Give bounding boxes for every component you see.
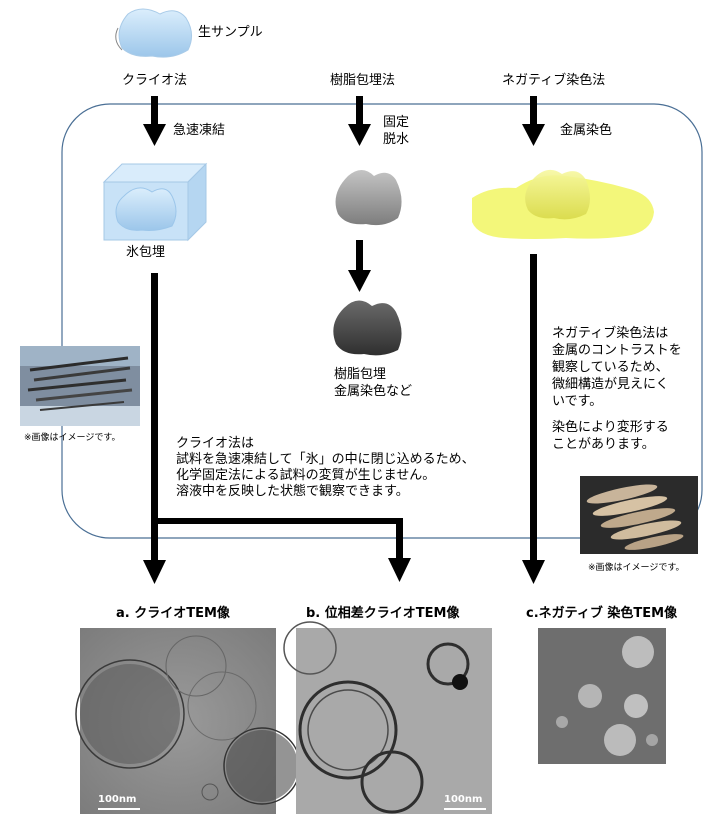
- tem-image-c: [538, 628, 666, 764]
- raw-sample-label: 生サンプル: [198, 25, 263, 40]
- step-dehydrate: 脱水: [383, 132, 410, 147]
- fixed-sample-icon: [335, 170, 402, 226]
- negative-note-line: 金属のコントラストを: [552, 343, 682, 358]
- method-cryo-label: クライオ法: [122, 73, 188, 88]
- negative-note-line: いです。: [552, 394, 603, 409]
- cryo-note-line: 溶液中を反映した状態で観察できます。: [176, 484, 409, 499]
- image-disclaimer-right: ※画像はイメージです。: [588, 563, 685, 573]
- arrow-cryo-branch: [151, 518, 411, 582]
- image-disclaimer-left: ※画像はイメージです。: [24, 433, 121, 443]
- step-resin-stain: 金属染色など: [334, 384, 413, 399]
- negative-note-line: ことがあります。: [552, 437, 655, 452]
- tem-image-a: [75, 628, 301, 814]
- arrow-negative-long: [522, 254, 545, 584]
- result-c-title: c.ネガティブ 染色TEM像: [526, 606, 678, 621]
- result-b-title: b. 位相差クライオTEM像: [306, 606, 460, 621]
- step-fix: 固定: [383, 115, 410, 130]
- negative-note-line: 染色により変形する: [552, 420, 669, 435]
- negative-note-line: 観察しているため、: [552, 360, 669, 375]
- scale-bar-a: [98, 808, 140, 810]
- cryo-note-line: クライオ法は: [176, 436, 255, 451]
- negative-note-line: ネガティブ染色法は: [552, 326, 669, 341]
- thumbnail-grilled-fish: [580, 476, 698, 554]
- arrow-negative-stain: [522, 96, 545, 146]
- step-metal-stain: 金属染色: [560, 123, 613, 138]
- ice-cube-icon: [102, 162, 208, 242]
- negative-stain-icon: [472, 169, 654, 239]
- arrow-resin-embed: [348, 240, 371, 292]
- result-a-title: a. クライオTEM像: [116, 606, 230, 621]
- method-resin-label: 樹脂包埋法: [330, 73, 396, 88]
- process-frame: [61, 103, 703, 539]
- raw-sample-icon: [115, 8, 192, 58]
- cryo-note-line: 試料を急速凍結して「氷」の中に閉じ込めるため、: [176, 452, 475, 467]
- step-rapid-freeze: 急速凍結: [173, 123, 226, 138]
- arrow-cryo-long: [143, 273, 166, 584]
- scale-bar-b: [444, 808, 486, 810]
- tem-image-b: [283, 621, 492, 814]
- step-resin-embed: 樹脂包埋: [334, 367, 387, 382]
- arrow-resin-fix: [348, 96, 371, 146]
- arrow-cryo-freeze: [143, 96, 166, 146]
- negative-note-line: 微細構造が見えにく: [552, 377, 669, 392]
- cryo-note-line: 化学固定法による試料の変質が生じません。: [176, 468, 436, 483]
- method-negative-label: ネガティブ染色法: [502, 73, 606, 88]
- step-ice-embed: 氷包埋: [126, 245, 166, 260]
- resin-embedded-icon: [333, 300, 402, 356]
- scale-label-b: 100nm: [444, 794, 483, 805]
- thumbnail-frozen-fish: [20, 346, 140, 426]
- scale-label-a: 100nm: [98, 794, 137, 805]
